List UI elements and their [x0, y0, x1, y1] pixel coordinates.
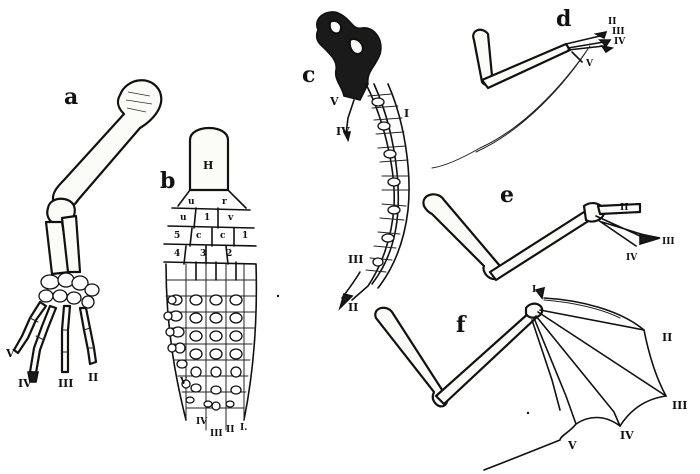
figure-b-bone-label: H [203, 160, 213, 171]
figure-b-bone-label: r [222, 198, 227, 207]
figure-d-digit-label: III [612, 28, 625, 37]
figure-f-digit-label: III [672, 400, 687, 411]
figure-b-bone-label: v [228, 214, 233, 223]
figure-b-digit-label: IV [196, 418, 207, 427]
figure-b-bone-label: 2 [226, 250, 232, 259]
figure-a-digit-label: V [6, 348, 15, 359]
figure-c-digit-label: V [330, 96, 339, 107]
figure-b-bone-label: 5 [174, 232, 180, 241]
figure-d-label: d [556, 8, 571, 30]
figure-f-digit-label: IV [620, 430, 634, 441]
figure-c-digit-label: I [404, 108, 409, 119]
figure-e-digit-label: III [662, 238, 675, 247]
figure-c-digit-label: II [348, 302, 358, 313]
figure-f-digit-label: V [568, 440, 577, 451]
figure-d-wing [432, 30, 612, 168]
figure-a-digits [14, 302, 96, 382]
figure-f-label: f [456, 314, 465, 336]
figure-c-head [317, 12, 381, 100]
figure-c-digit-label: III [348, 254, 363, 265]
figure-a-digit-label: II [88, 372, 98, 383]
figure-b-digit-label: III [210, 430, 223, 439]
figure-b-bone-label: u [188, 198, 195, 207]
figure-b-phalanx-grid [164, 262, 256, 430]
figure-b-digit-label: V [180, 378, 187, 387]
figure-f-humerus [375, 308, 447, 407]
figure-b-label: b [160, 170, 175, 192]
figure-b-bone-label: 1 [242, 232, 248, 241]
figure-e-digit-label: IV [626, 254, 637, 263]
figure-a-limb [14, 80, 161, 382]
figure-c-label: c [302, 64, 315, 86]
figure-b-bone-label: 1 [204, 214, 210, 223]
figure-a-label: a [64, 86, 78, 108]
figure-e-humerus [423, 194, 502, 279]
figure-e-label: e [500, 184, 514, 206]
figure-d-digit-label: IV [614, 38, 625, 47]
figure-d-digit-label: II [608, 18, 616, 27]
figure-b-bone-label: 3 [200, 250, 206, 259]
figure-b-bone-label: u [180, 214, 187, 223]
figure-b-digit-label: II [226, 426, 234, 435]
figure-b-bone-label: c [196, 232, 201, 241]
figure-f-digit-label: I [532, 286, 536, 295]
figure-e-digit-label: II [620, 204, 628, 213]
figure-b-digit-label: I. [240, 424, 247, 433]
figure-b-bone-label: 4 [174, 250, 180, 259]
figure-d-digit-label: V [586, 60, 593, 69]
figure-a-carpals [39, 273, 99, 308]
figure-f-wing [375, 288, 666, 470]
figure-b-bone-label: c [220, 232, 225, 241]
figure-a-digit-label: III [58, 378, 73, 389]
figure-c-digit-label: IV [336, 126, 350, 137]
figure-c-digit-column [340, 84, 409, 308]
figure-b-scheme [164, 128, 256, 430]
figure-f-digit-label: II [662, 332, 672, 343]
figure-d-wing-membrane [432, 46, 590, 168]
figure-a-digit-label: IV [18, 378, 32, 389]
figure-f-digit-rays [532, 310, 666, 426]
